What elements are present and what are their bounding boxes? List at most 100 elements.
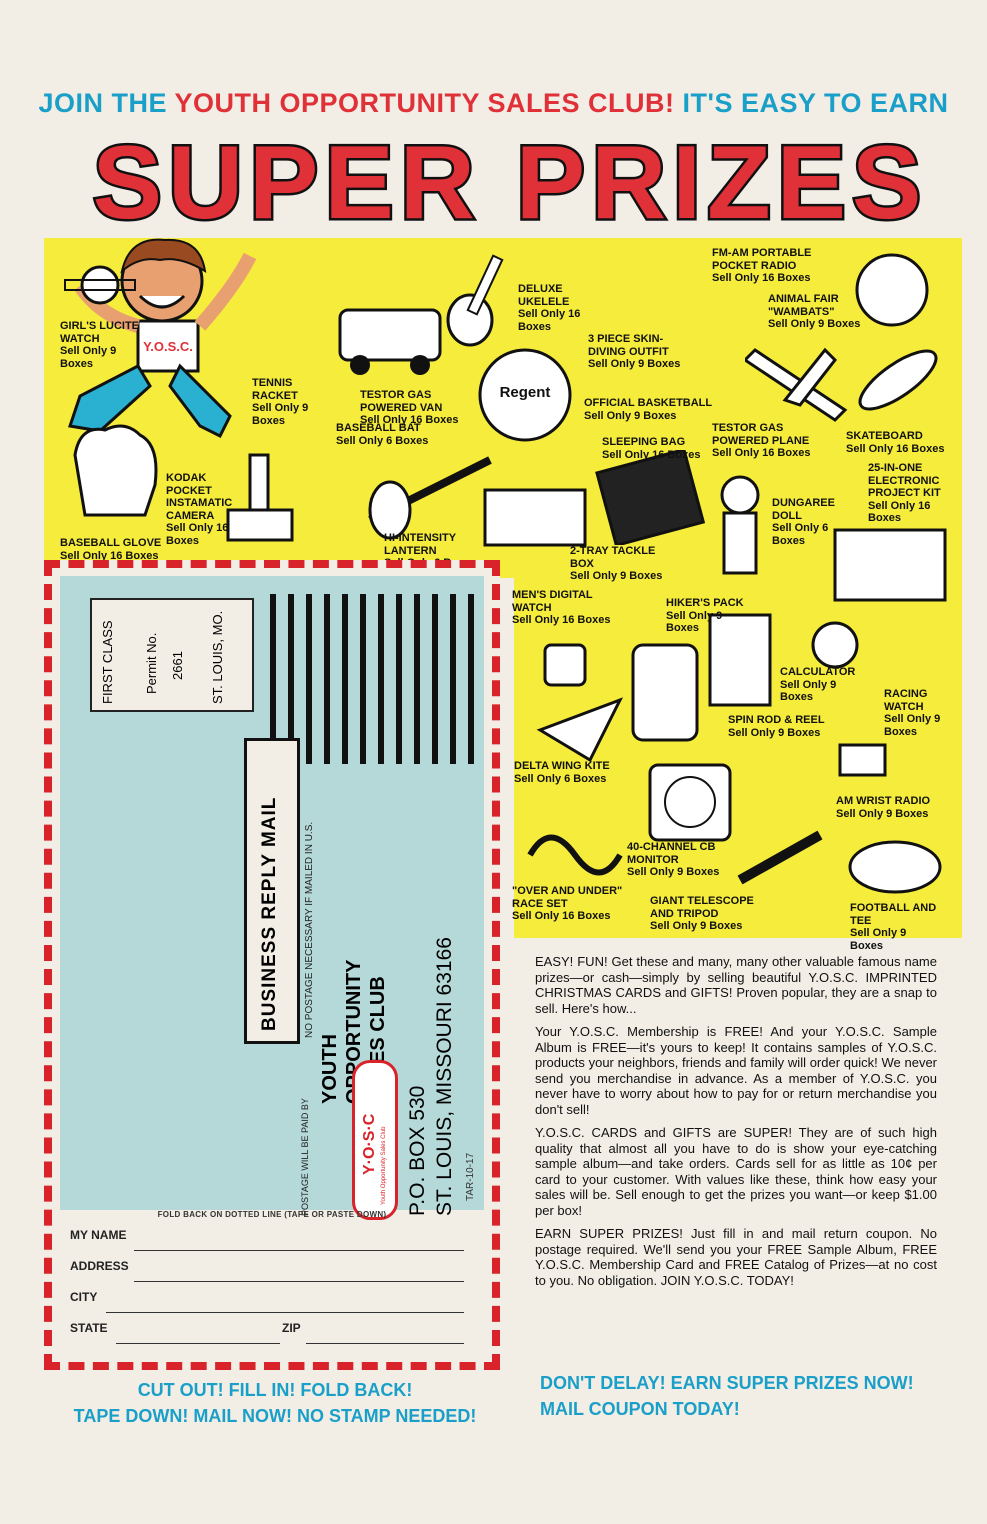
city-line[interactable] [106, 1312, 464, 1313]
name-line[interactable] [134, 1250, 464, 1251]
racing-watch-icon [811, 621, 859, 669]
prize-name: TENNIS RACKET [252, 377, 298, 402]
headline-part1: JOIN THE [38, 88, 175, 118]
permit-line3: 2661 [170, 651, 185, 680]
zip-line[interactable] [306, 1343, 464, 1344]
body-p3: Y.O.S.C. CARDS and GIFTS are SUPER! They… [535, 1125, 937, 1218]
prize-wambats: ANIMAL FAIR "WAMBATS"Sell Only 9 Boxes [768, 293, 878, 331]
lantern-bat-icon [368, 456, 492, 540]
prize-sell: Sell Only 9 Boxes [60, 345, 117, 370]
prize-sell: Sell Only 16 Boxes [712, 272, 811, 284]
state-line[interactable] [116, 1343, 280, 1344]
yosc-logo: Y·O·S·C Youth Opportunity Sales Club [352, 1060, 398, 1220]
tackle-box-icon [483, 488, 587, 547]
mascot-shirt-logo: Y.O.S.C. [143, 339, 193, 354]
prize-name: DUNGAREE DOLL [772, 497, 835, 522]
headline: JOIN THE YOUTH OPPORTUNITY SALES CLUB! I… [0, 88, 987, 119]
watch-icon [64, 265, 136, 305]
coupon-code: TAR-10-17 [465, 1152, 476, 1201]
prize-name: OFFICIAL BASKETBALL [584, 397, 713, 409]
digital-watch-icon [543, 643, 587, 687]
postal-bars [270, 594, 474, 764]
prize-name: RACING WATCH [884, 688, 928, 713]
prize-name: HIKER'S PACK [666, 597, 744, 609]
super-prizes-title: SUPER PRIZES [90, 132, 928, 232]
prize-sell: Sell Only 9 Boxes [588, 358, 681, 370]
prize-sell: Sell Only 9 Boxes [584, 409, 677, 422]
prize-sell: Sell Only 9 Boxes [728, 726, 821, 739]
prize-sell: Sell Only 16 Boxes [846, 442, 945, 455]
prize-name: TESTOR GAS POWERED PLANE [712, 422, 810, 447]
cta-right-line2: MAIL COUPON TODAY! [540, 1399, 740, 1419]
address-line[interactable] [134, 1281, 464, 1282]
name-label: MY NAME [70, 1228, 127, 1242]
prize-name: MEN'S DIGITAL WATCH [512, 589, 593, 614]
wrist-radio-icon [838, 743, 887, 777]
mascot-illustration: Y.O.S.C. [68, 238, 257, 439]
prize-name: 3 PIECE SKIN-DIVING OUTFIT [588, 333, 669, 358]
basketball-brand: Regent [500, 384, 551, 401]
permit-box: FIRST CLASS Permit No. 2661 ST. LOUIS, M… [90, 598, 254, 712]
prize-name: BASEBALL GLOVE [60, 537, 162, 549]
reply-coupon[interactable]: FIRST CLASS Permit No. 2661 ST. LOUIS, M… [44, 560, 500, 1370]
prize-name: 2-TRAY TACKLE BOX [570, 545, 656, 570]
prize-name: FOOTBALL AND TEE [850, 902, 937, 927]
prize-sell: Sell Only 16 Boxes [360, 414, 459, 426]
business-reply-box: BUSINESS REPLY MAIL [244, 738, 300, 1044]
prize-name: GIANT TELESCOPE AND TRIPOD [650, 895, 754, 920]
fold-instruction: FOLD BACK ON DOTTED LINE (TAPE OR PASTE … [157, 1210, 387, 1219]
prize-name: DELUXE UKELELE [518, 283, 570, 308]
name-field[interactable]: MY NAME [70, 1228, 470, 1259]
prize-sell: Sell Only 16 Boxes [512, 910, 611, 922]
prize-sell: Sell Only 9 Boxes [252, 402, 309, 427]
ukelele-icon [446, 254, 504, 347]
body-copy: EASY! FUN! Get these and many, many othe… [535, 954, 937, 1296]
prize-name: SLEEPING BAG [602, 436, 686, 448]
cta-right-line1: DON'T DELAY! EARN SUPER PRIZES NOW! [540, 1373, 914, 1393]
yosc-logo-text: Y·O·S·C [361, 1113, 378, 1175]
state-zip-field[interactable]: STATE ZIP [70, 1321, 470, 1352]
hikers-pack-icon [631, 643, 699, 742]
prize-sell: Sell Only 6 Boxes [772, 522, 829, 547]
city-field[interactable]: CITY [70, 1290, 470, 1321]
body-p4: EARN SUPER PRIZES! Just fill in and mail… [535, 1226, 937, 1288]
prize-sell: Sell Only 9 Boxes [570, 570, 663, 582]
super-prizes-text: SUPER PRIZES [93, 132, 928, 232]
prize-name: DELTA WING KITE [514, 760, 610, 772]
prize-sell: Sell Only 9 Boxes [768, 318, 861, 330]
plane-icon [745, 347, 848, 422]
prize-name: FM-AM PORTABLE POCKET RADIO [712, 247, 812, 272]
prize-name: "OVER AND UNDER" RACE SET [512, 885, 623, 910]
permit-line4: ST. LOUIS, MO. [210, 610, 225, 704]
skateboard-icon [858, 349, 938, 411]
address-field[interactable]: ADDRESS [70, 1259, 470, 1290]
prize-name: AM WRIST RADIO [836, 795, 931, 807]
yosc-logo-sub: Youth Opportunity Sales Club [381, 1126, 387, 1206]
prize-name: BASEBALL BAT [336, 422, 421, 434]
business-reply-mail: BUSINESS REPLY MAIL [259, 796, 280, 1031]
body-p2: Your Y.O.S.C. Membership is FREE! And yo… [535, 1024, 937, 1117]
project-kit-icon [833, 528, 947, 602]
camera-icon [226, 453, 294, 542]
headline-club-name: YOUTH OPPORTUNITY SALES CLUB! [174, 88, 675, 118]
address-line1: P.O. BOX 530 [406, 1085, 429, 1216]
prize-sell: Sell Only 16 Boxes [512, 614, 611, 626]
